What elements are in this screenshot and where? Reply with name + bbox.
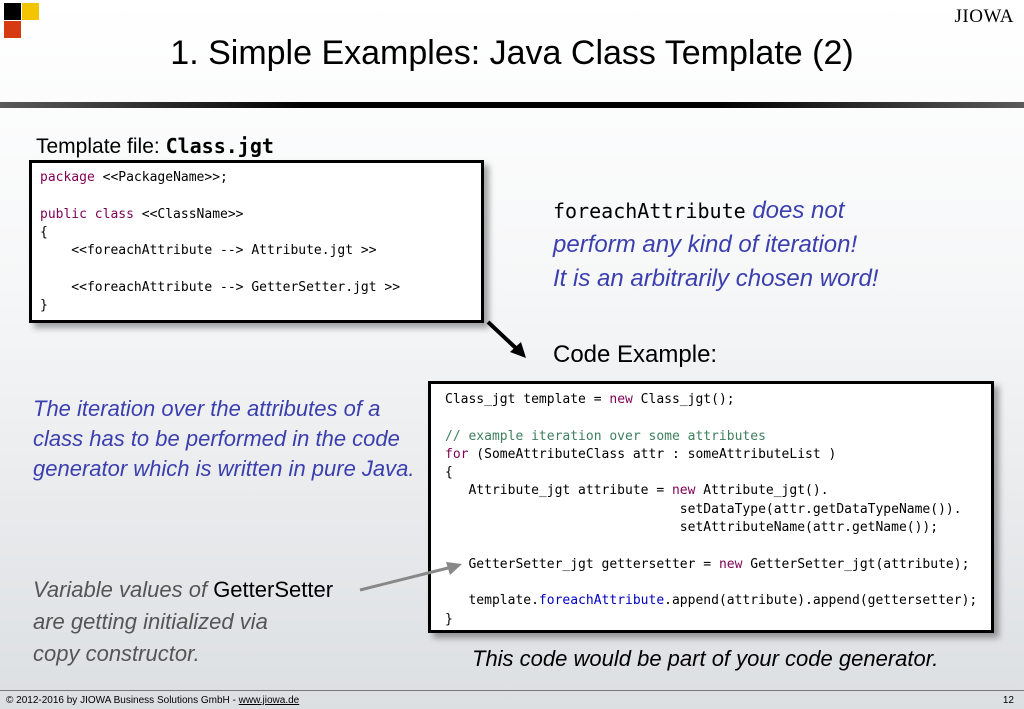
code-token: { <box>445 465 453 481</box>
template-code: package <<PackageName>>; public class <<C… <box>40 169 481 315</box>
foreach-note: foreachAttribute does not perform any ki… <box>553 194 983 296</box>
template_section-line: <<foreachAttribute --> GetterSetter.jgt … <box>40 279 481 297</box>
code-token: Attribute_jgt attribute = <box>445 483 672 499</box>
iteration-note: The iteration over the attributes of a c… <box>33 396 415 481</box>
code-token: new <box>671 483 696 499</box>
code-token: setDataType(attr.getDataTypeName()). <box>445 501 962 517</box>
variable-note-line3: copy constructor. <box>33 641 200 666</box>
code-token: .append(attribute).append(gettersetter); <box>664 593 978 609</box>
code-token: <<foreachAttribute --> Attribute.jgt >> <box>40 243 377 259</box>
footer-copyright: © 2012-2016 by JIOWA Business Solutions … <box>6 695 299 706</box>
code_example-line: Class_jgt template = new Class_jgt(); <box>445 391 991 409</box>
code_example-line <box>445 574 991 592</box>
template_section-line: } <box>40 297 481 315</box>
flow-arrow <box>486 320 526 358</box>
generator-note: This code would be part of your code gen… <box>472 646 939 671</box>
page-number: 12 <box>1002 695 1014 706</box>
foreach-note-rest: does not <box>745 197 845 224</box>
foreach-note-line1: foreachAttribute does not <box>553 194 983 228</box>
code-token: foreachAttribute <box>538 593 665 609</box>
footer-link[interactable]: www.jiowa.de <box>238 695 300 706</box>
foreach-keyword: foreachAttribute <box>553 199 746 223</box>
variable-note-prefix: Variable values of <box>33 577 214 602</box>
code-token: Attribute_jgt(). <box>695 483 829 499</box>
code-token: { <box>40 224 48 240</box>
logo-square-yellow <box>22 3 39 20</box>
code-token: package <box>40 170 95 185</box>
variable-note-line1: Variable values of GetterSetter <box>33 574 373 606</box>
logo-square-black <box>4 3 21 20</box>
code-token: GetterSetter_jgt gettersetter = <box>445 556 719 572</box>
code-token: template. <box>445 593 539 609</box>
code-token: } <box>40 298 48 314</box>
code-token: GetterSetter_jgt(attribute); <box>742 556 970 572</box>
code-token: <<foreachAttribute --> GetterSetter.jgt … <box>40 279 401 295</box>
slide-title: 1. Simple Examples: Java Class Template … <box>170 34 854 72</box>
code_example-line: Attribute_jgt attribute = new Attribute_… <box>445 482 991 500</box>
footer-divider <box>0 690 1024 691</box>
example-code: Class_jgt template = new Class_jgt(); // … <box>445 391 991 629</box>
code-token: // example iteration over some attribute… <box>445 428 766 444</box>
code_example-line: setDataType(attr.getDataTypeName()). <box>445 501 991 519</box>
foreach-note-line2: perform any kind of iteration! <box>553 231 858 258</box>
code-token: public class <box>40 206 134 222</box>
template_section-line: package <<PackageName>>; <box>40 169 481 187</box>
code-token: setAttributeName(attr.getName()); <box>445 520 939 536</box>
code-token: <<PackageName>>; <box>94 170 228 185</box>
code_example-line: setAttributeName(attr.getName()); <box>445 519 991 537</box>
code-example-label: Code Example: <box>553 341 718 368</box>
code-token: <<ClassName>> <box>133 206 244 222</box>
foreach-note-line3: It is an arbitrarily chosen word! <box>553 265 879 292</box>
title-divider <box>0 102 1024 108</box>
code-token: Class_jgt(); <box>632 392 735 407</box>
code-token: Class_jgt template = <box>445 392 610 407</box>
code-example-box: Class_jgt template = new Class_jgt(); // … <box>428 381 994 633</box>
code-token: for <box>445 446 469 462</box>
template_section-line: public class <<ClassName>> <box>40 206 481 224</box>
template-code-box: package <<PackageName>>; public class <<C… <box>29 160 484 323</box>
code_example-line: template.foreachAttribute.append(attribu… <box>445 592 991 610</box>
code-token: new <box>609 392 633 407</box>
template_section-line <box>40 187 481 205</box>
template_section-line: <<foreachAttribute --> Attribute.jgt >> <box>40 242 481 260</box>
variable-note-line2: are getting initialized via <box>33 609 268 634</box>
template_section-line: { <box>40 224 481 242</box>
brand-name: JIOWA <box>954 6 1014 27</box>
code-token: } <box>445 611 453 627</box>
code_example-line <box>445 409 991 427</box>
code_example-line <box>445 537 991 555</box>
template_section-line <box>40 260 481 278</box>
code_example-line: } <box>445 611 991 629</box>
code_example-line: for (SomeAttributeClass attr : someAttri… <box>445 446 991 464</box>
variable-note-term: GetterSetter <box>213 577 334 602</box>
code-token: (SomeAttributeClass attr : someAttribute… <box>468 446 837 462</box>
code-token: new <box>718 556 743 572</box>
variable-note: Variable values of GetterSetter are gett… <box>33 574 373 670</box>
template-file-label-text: Template file: <box>36 135 166 158</box>
template-file-name: Class.jgt <box>165 134 274 158</box>
code_example-line: GetterSetter_jgt gettersetter = new Gett… <box>445 556 991 574</box>
code_example-line: // example iteration over some attribute… <box>445 428 991 446</box>
template-file-label: Template file: Class.jgt <box>36 134 274 159</box>
code_example-line: { <box>445 464 991 482</box>
footer-copyright-text: © 2012-2016 by JIOWA Business Solutions … <box>6 695 239 706</box>
gettersetter-arrow <box>359 562 462 592</box>
logo-square-red <box>4 21 21 38</box>
